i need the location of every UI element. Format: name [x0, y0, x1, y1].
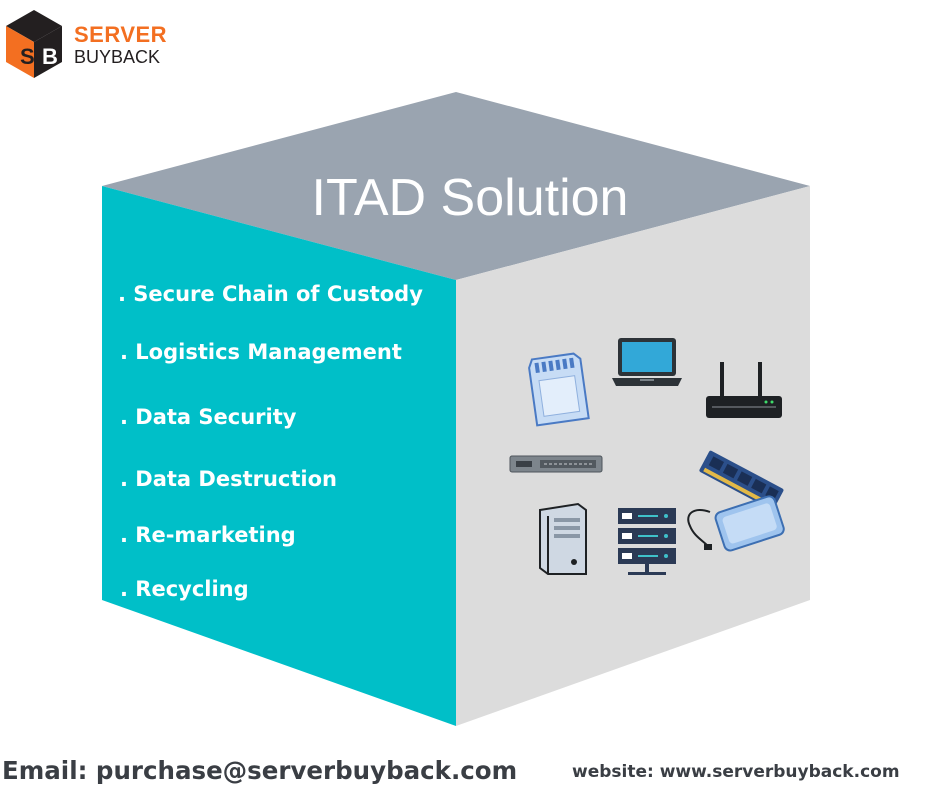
service-item-data-security: . Data Security	[120, 405, 297, 429]
footer-email: Email: purchase@serverbuyback.com	[2, 756, 518, 785]
logo-monogram-s: S	[20, 44, 35, 69]
footer-website: website: www.serverbuyback.com	[572, 762, 900, 782]
service-item-data-destruction: . Data Destruction	[120, 467, 337, 491]
ram-module-icon	[699, 450, 784, 510]
cube-right-face	[456, 186, 810, 726]
logo-word-buyback: BUYBACK	[74, 47, 161, 67]
cube-left-face	[102, 186, 456, 726]
cube-title: ITAD Solution	[311, 169, 629, 227]
logo-cube-icon: S B	[6, 10, 62, 78]
service-item-recycling: . Recycling	[120, 577, 249, 601]
external-drive-icon	[687, 495, 785, 552]
laptop-icon	[612, 338, 682, 386]
service-item-logistics: . Logistics Management	[120, 340, 402, 364]
brand-logo: S B SERVER BUYBACK	[4, 8, 184, 82]
router-icon	[706, 362, 782, 418]
service-item-chain-of-custody: . Secure Chain of Custody	[118, 282, 423, 306]
logo-wordmark: SERVER BUYBACK	[74, 22, 168, 67]
logo-monogram-b: B	[42, 44, 58, 69]
tower-server-icon	[539, 502, 587, 575]
service-item-remarketing: . Re-marketing	[120, 523, 296, 547]
logo-word-server: SERVER	[74, 22, 168, 47]
server-rack-icon	[618, 508, 676, 575]
sd-card-icon	[528, 352, 590, 427]
network-switch-icon	[509, 455, 603, 473]
